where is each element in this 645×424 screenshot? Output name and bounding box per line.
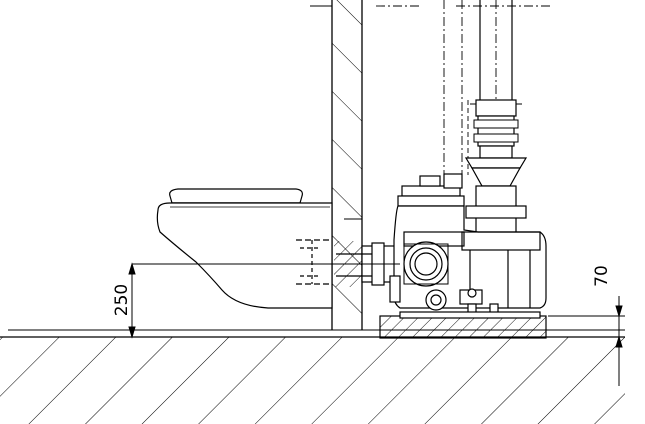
floor bbox=[0, 329, 625, 424]
dimension-label-70: 70 bbox=[592, 265, 612, 287]
discharge-riser bbox=[376, 0, 550, 200]
dimension-250 bbox=[122, 262, 400, 339]
dimension-70 bbox=[548, 296, 625, 386]
dimension-label-250: 250 bbox=[112, 284, 132, 316]
base-plinth bbox=[379, 311, 547, 339]
pump-unit bbox=[389, 173, 547, 317]
wall-hung-toilet bbox=[156, 188, 333, 309]
